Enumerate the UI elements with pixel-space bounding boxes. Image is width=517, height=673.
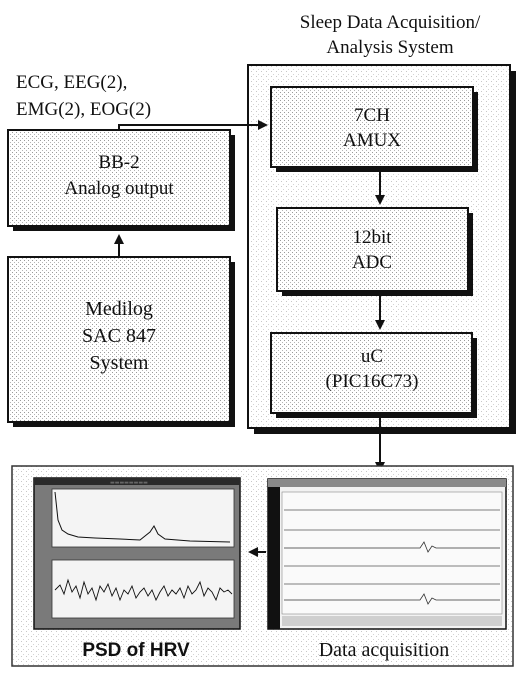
acquisition-trace-2	[284, 593, 500, 605]
uc-label-line2: (PIC16C73)	[326, 371, 419, 392]
acquisition-label: Data acquisition	[319, 639, 450, 661]
arrow-bb2-to-amux	[118, 120, 268, 130]
signals-label-line1: ECG, EEG(2),	[16, 72, 127, 93]
uc-block: uC (PIC16C73)	[270, 332, 477, 418]
bb2-label-line2: Analog output	[64, 178, 174, 199]
acquisition-trace	[284, 541, 500, 553]
psd-screenshot: ▬▬▬▬▬▬▬▬	[33, 477, 241, 630]
amux-label-line2: AMUX	[343, 130, 401, 151]
medilog-label-line1: Medilog	[85, 298, 153, 320]
bb2-label-line1: BB-2	[98, 152, 139, 173]
amux-label-line1: 7CH	[354, 105, 390, 126]
acquisition-screenshot	[267, 478, 507, 630]
system-title-line1: Sleep Data Acquisition/	[300, 12, 481, 33]
hrv-trace	[54, 578, 233, 602]
amux-block: 7CH AMUX	[270, 86, 478, 172]
signals-label-line2: EMG(2), EOG(2)	[16, 99, 151, 120]
adc-label-line2: ADC	[352, 252, 392, 273]
medilog-label-line3: System	[90, 352, 149, 374]
psd-label: PSD of HRV	[82, 640, 190, 661]
system-title-line2: Analysis System	[326, 37, 453, 58]
bb2-block: BB-2 Analog output	[7, 129, 235, 231]
adc-block: 12bit ADC	[276, 207, 473, 296]
psd-window-caption-icon: ▬▬▬▬▬▬▬▬	[110, 480, 148, 486]
medilog-label-line2: SAC 847	[82, 325, 156, 347]
psd-spectrum-trace	[54, 491, 231, 543]
medilog-block: Medilog SAC 847 System	[7, 256, 235, 427]
uc-label-line1: uC	[361, 346, 383, 367]
adc-label-line1: 12bit	[352, 227, 392, 248]
